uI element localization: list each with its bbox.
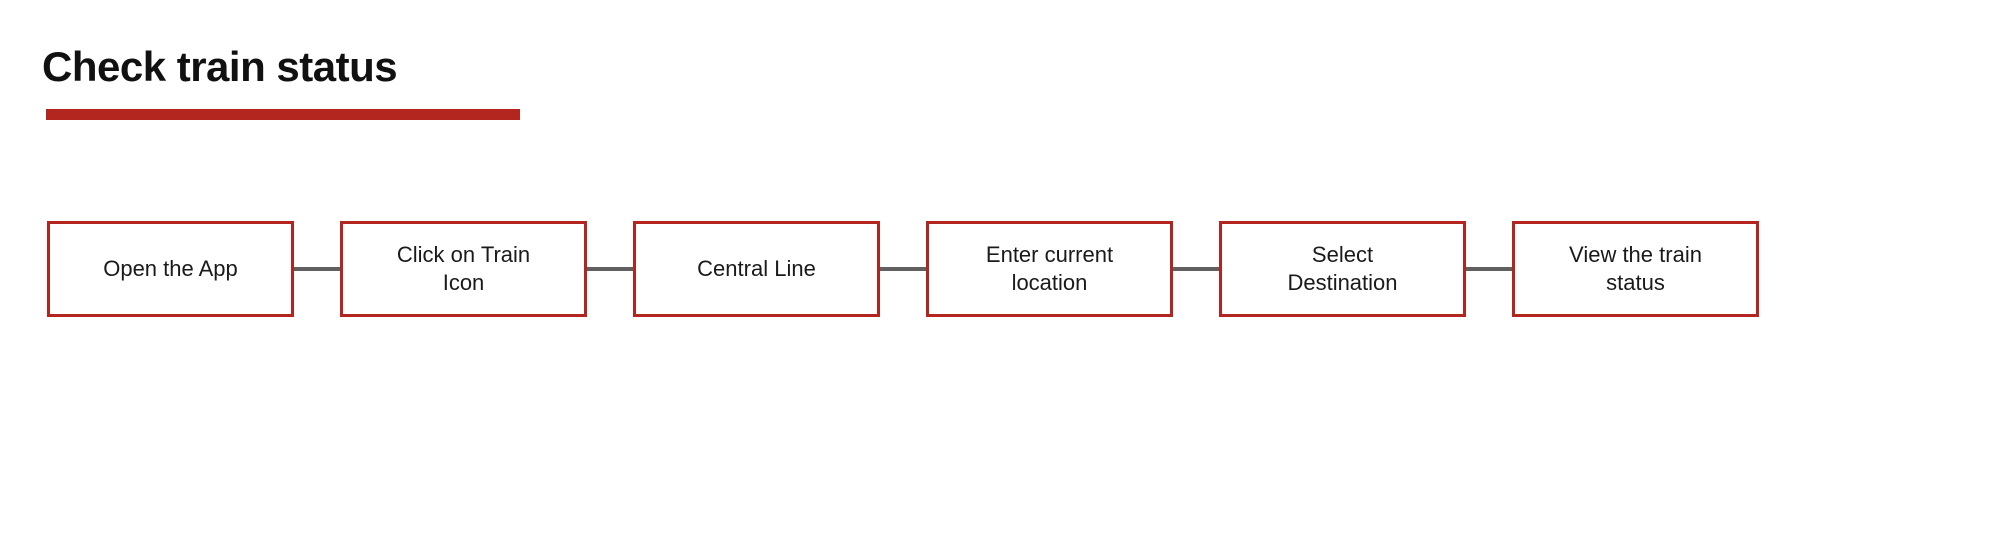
flowchart: Open the App Click on Train Icon Central… bbox=[47, 221, 1759, 317]
flow-step-label: View the train status bbox=[1569, 242, 1702, 295]
flow-step-label: Central Line bbox=[697, 256, 816, 281]
flow-step-label: Select Destination bbox=[1287, 242, 1398, 295]
flow-connector bbox=[1466, 267, 1512, 271]
flow-step-open-the-app: Open the App bbox=[47, 221, 294, 317]
flow-step-label: Enter current location bbox=[985, 242, 1114, 295]
flow-connector bbox=[1173, 267, 1219, 271]
flow-step-click-on-train-icon: Click on Train Icon bbox=[340, 221, 587, 317]
flow-connector bbox=[880, 267, 926, 271]
flow-connector bbox=[294, 267, 340, 271]
flow-step-view-the-train-status: View the train status bbox=[1512, 221, 1759, 317]
page-title: Check train status bbox=[42, 43, 398, 90]
flow-step-select-destination: Select Destination bbox=[1219, 221, 1466, 317]
title-underline bbox=[46, 109, 520, 120]
flow-step-label: Open the App bbox=[103, 256, 238, 281]
flow-step-enter-current-location: Enter current location bbox=[926, 221, 1173, 317]
flow-connector bbox=[587, 267, 633, 271]
flow-step-central-line: Central Line bbox=[633, 221, 880, 317]
flow-step-label: Click on Train Icon bbox=[396, 242, 531, 295]
